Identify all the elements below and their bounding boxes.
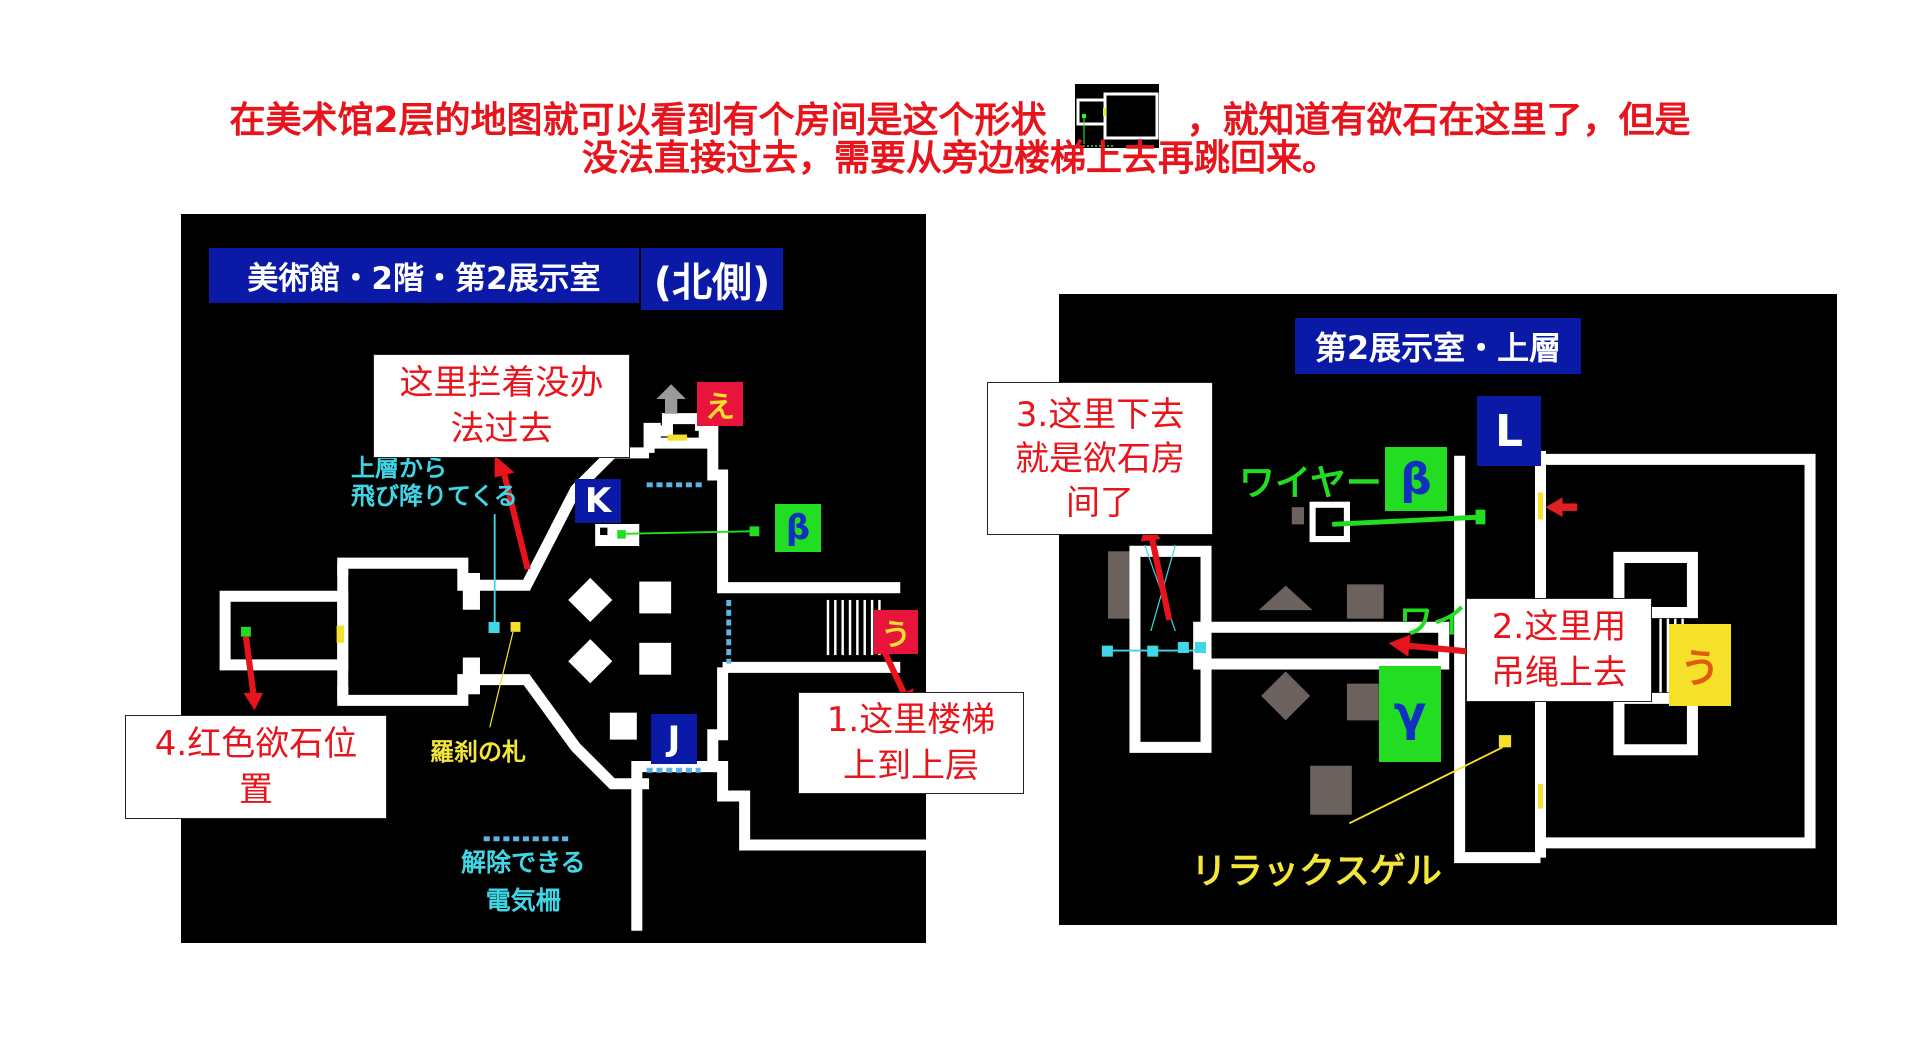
badge-e-label: え: [705, 390, 735, 425]
badge-beta: β: [775, 504, 821, 552]
left-map-title-suffix-text: (北側): [653, 260, 771, 306]
callout-step3-line1: 3.这里下去: [1015, 394, 1185, 435]
callout-step2: 2.这里用 吊绳上去: [1466, 598, 1652, 702]
badge-L-label: L: [1494, 405, 1524, 457]
red-arrow-icon: [1545, 497, 1578, 517]
badge-u-right-label: う: [1680, 646, 1720, 692]
label-relax-gel: リラックスゲル: [1191, 851, 1442, 892]
callout-blocked-line1: 这里拦着没办: [399, 363, 604, 403]
label-wire-partial: ワイ: [1399, 602, 1467, 642]
badge-beta-right: β: [1385, 447, 1447, 511]
label-rasetsu: 羅刹の札: [430, 738, 526, 766]
label-jump-down-line1: 上層から: [351, 454, 447, 482]
callout-step4-line1: 4.红色欲石位: [154, 724, 358, 764]
header-text-after-icon: ，就知道有欲石在这里了，但是: [1186, 100, 1691, 141]
callout-blocked: 这里拦着没办 法过去: [373, 354, 630, 458]
badge-gamma-label: γ: [1393, 686, 1427, 742]
badge-beta-right-label: β: [1400, 453, 1432, 505]
callout-step3-line3: 间了: [1066, 482, 1134, 523]
left-map-floorplan: [219, 384, 926, 931]
callout-step3-line2: 就是欲石房: [1015, 438, 1185, 479]
callout-step3: 3.这里下去 就是欲石房 间了: [987, 382, 1213, 535]
badge-u: う: [874, 610, 918, 654]
badge-J-label: J: [667, 719, 681, 759]
label-jump-down: 上層から 飛び降りてくる: [351, 454, 518, 510]
left-map-title: 美術館・2階・第2展示室: [209, 248, 639, 303]
header-text-before-icon: 在美术馆2层的地图就可以看到有个房间是这个形状: [229, 100, 1047, 141]
left-map-panel: 美術館・2階・第2展示室 (北側) え K β う J 上層から 飛び降りてくる…: [181, 214, 926, 943]
callout-step4: 4.红色欲石位 置: [125, 715, 387, 819]
callout-step2-line1: 2.这里用: [1491, 607, 1627, 647]
label-jump-down-line2: 飛び降りてくる: [351, 482, 518, 510]
callout-step2-line2: 吊绳上去: [1491, 653, 1627, 693]
badge-L: L: [1477, 396, 1541, 466]
badge-J: J: [651, 714, 697, 764]
right-map-title-text: 第2展示室・上層: [1314, 329, 1562, 367]
callout-step1-line1: 1.这里楼梯: [826, 700, 996, 740]
badge-K-label: K: [584, 481, 612, 521]
up-arrow-icon: [656, 384, 686, 414]
callout-step4-line2: 置: [239, 770, 273, 810]
badge-e: え: [697, 382, 743, 426]
room-shape-icon: [1074, 84, 1159, 148]
callout-step1: 1.这里楼梯 上到上层: [798, 692, 1024, 794]
badge-u-label: う: [881, 618, 911, 653]
header-line-1: 在美术馆2层的地图就可以看到有个房间是这个形状 ，就知道有欲石在这里了，但是: [0, 84, 1920, 154]
left-map-title-suffix: (北側): [641, 248, 783, 310]
badge-u-right: う: [1669, 624, 1731, 706]
label-wire: ワイヤー: [1239, 463, 1382, 504]
label-fence-line1: 解除できる: [461, 848, 586, 877]
badge-beta-label: β: [785, 508, 811, 548]
header-line-2: 没法直接过去，需要从旁边楼梯上去再跳回来。: [581, 138, 1338, 179]
label-fence-line2: 電気柵: [485, 886, 561, 915]
left-map-title-text: 美術館・2階・第2展示室: [247, 261, 601, 297]
label-electric-fence: 解除できる 電気柵: [461, 844, 586, 920]
callout-blocked-line2: 法过去: [450, 409, 553, 449]
badge-K: K: [575, 479, 621, 523]
right-map-title: 第2展示室・上層: [1295, 318, 1581, 374]
callout-step1-line2: 上到上层: [843, 746, 979, 786]
badge-gamma: γ: [1379, 666, 1441, 762]
